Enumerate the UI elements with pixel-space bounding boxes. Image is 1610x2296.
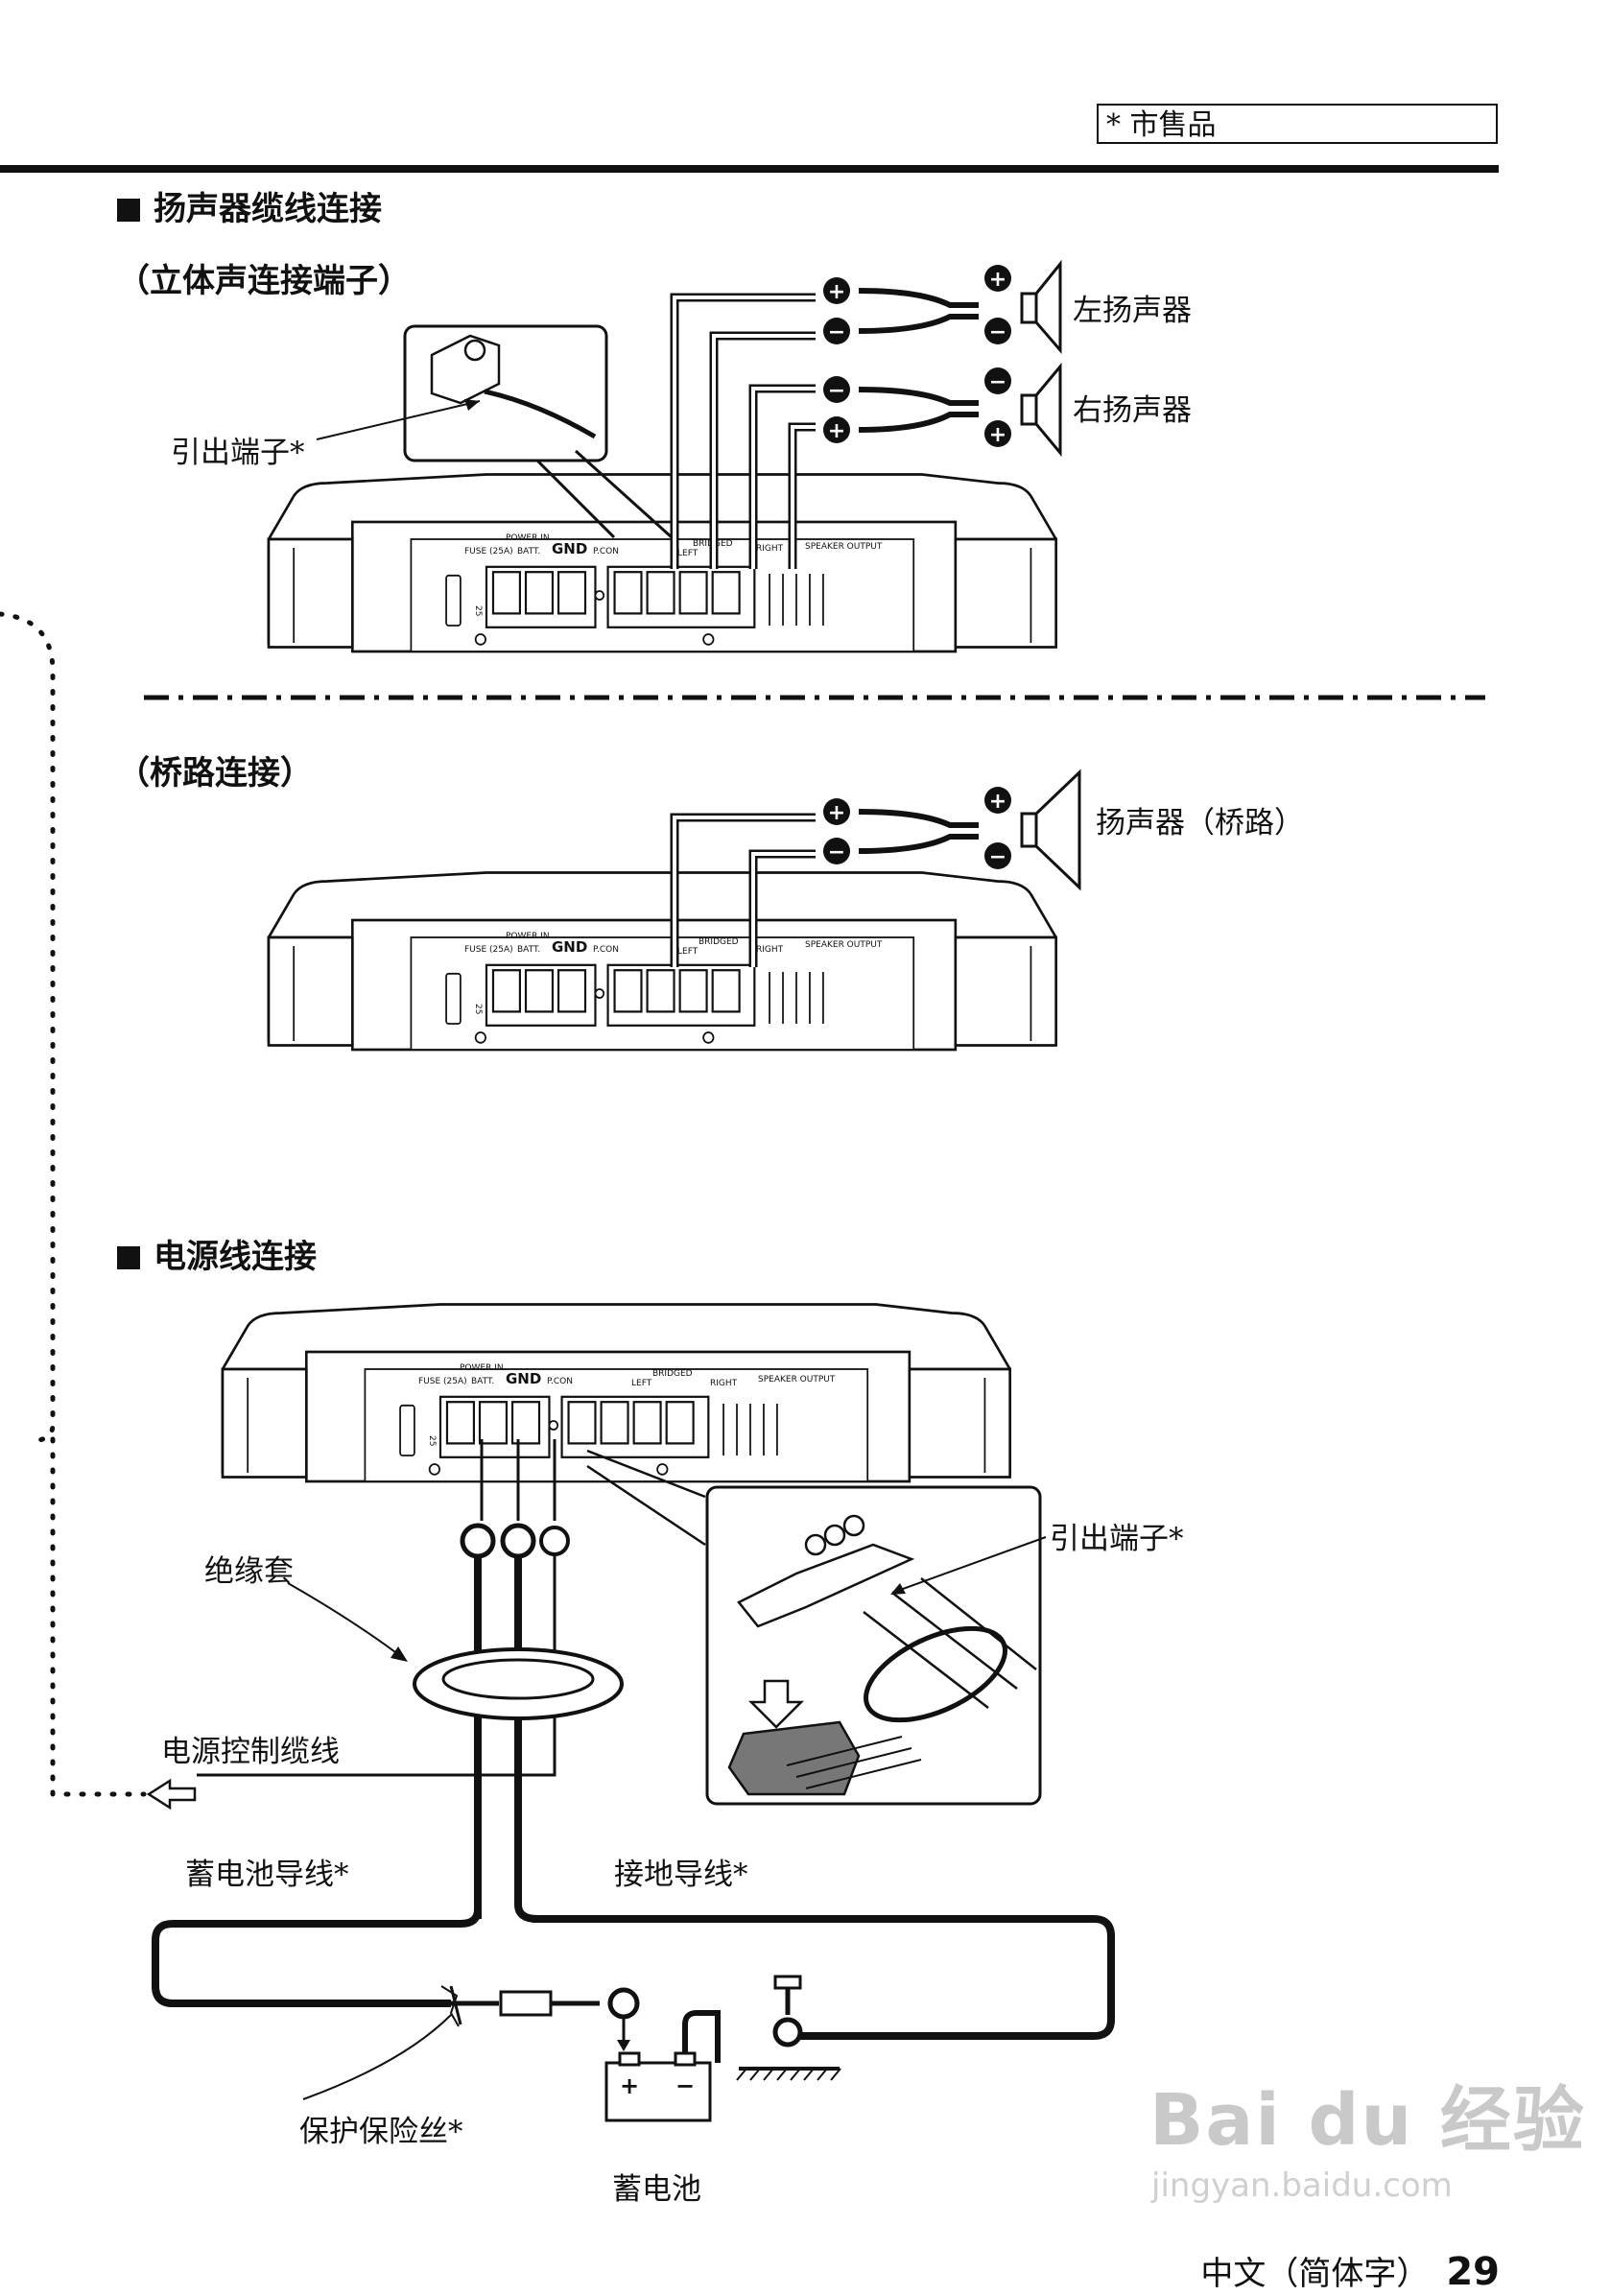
fuse-label: 保护保险丝*: [299, 2115, 463, 2149]
svg-text:−: −: [989, 320, 1006, 344]
square-bullet-icon: [117, 199, 140, 222]
speaker-connection-heading-text: 扬声器缆线连接: [154, 190, 382, 228]
speaker-connection-heading: 扬声器缆线连接: [117, 182, 382, 229]
svg-text:−: −: [989, 370, 1006, 394]
power-leads: [152, 1439, 1115, 2040]
page-footer: 中文（简体字） 29: [1200, 2247, 1500, 2294]
speaker-icon: [1020, 769, 1081, 891]
terminal-inset-top: [316, 324, 674, 539]
speaker-output-label: SPEAKER OUTPUT: [758, 1375, 836, 1385]
fuse-value-label: 25: [473, 1004, 483, 1014]
batt-label: BATT.: [517, 945, 540, 955]
left-speaker-label: 左扬声器: [1073, 294, 1192, 328]
svg-text:+: +: [989, 423, 1006, 447]
speaker-wiring-top: + − − + + − − +: [823, 259, 1062, 458]
speaker-wiring-bridge: + − + −: [823, 769, 1081, 891]
watermark-url: jingyan.baidu.com: [1151, 2166, 1453, 2205]
panel-labels-bottom: POWER IN FUSE (25A) BATT. GND P.CON BRID…: [418, 1363, 836, 1446]
terminal-inset-bottom: [586, 1449, 1047, 1806]
fuse-rating-label: FUSE (25A): [418, 1377, 467, 1386]
stereo-subheading: （立体声连接端子）: [117, 262, 411, 300]
page-number: 29: [1446, 2250, 1500, 2294]
bridge-speaker-label: 扬声器（桥路）: [1096, 806, 1304, 840]
speaker-output-label: SPEAKER OUTPUT: [805, 940, 883, 950]
svg-text:+: +: [828, 280, 845, 304]
bridge-subheading: （桥路连接）: [117, 754, 313, 793]
svg-text:+: +: [989, 790, 1006, 814]
footer-language: 中文（简体字）: [1200, 2255, 1430, 2293]
fuse-value-label: 25: [427, 1435, 437, 1446]
speaker-output-label: SPEAKER OUTPUT: [805, 542, 883, 552]
svg-text:−: −: [828, 379, 845, 403]
left-label: LEFT: [631, 1379, 652, 1388]
pcon-label: P.CON: [593, 945, 619, 955]
watermark-logo: Bai du 经验: [1149, 2079, 1586, 2162]
battery-icon: [604, 2061, 712, 2122]
gnd-label: GND: [506, 1370, 541, 1387]
fuse-value-label: 25: [473, 605, 483, 616]
bridged-label: BRIDGED: [652, 1369, 693, 1379]
right-label: RIGHT: [756, 945, 784, 955]
gnd-label: GND: [552, 540, 587, 557]
amplifier-bottom: [221, 1303, 1011, 1483]
amplifier-middle: [267, 871, 1057, 1052]
svg-text:−: −: [828, 320, 845, 344]
right-label: RIGHT: [710, 1379, 738, 1388]
svg-text:+: +: [828, 419, 845, 443]
batt-label: BATT.: [471, 1377, 494, 1386]
fuse-rating-label: FUSE (25A): [464, 945, 513, 955]
svg-text:−: −: [989, 845, 1006, 869]
power-control-cable-label: 电源控制缆线: [161, 1735, 340, 1769]
power-connection-heading: 电源线连接: [117, 1230, 317, 1277]
fuse-icon: [499, 1990, 553, 2017]
arrow-down-icon: [747, 1679, 805, 1729]
pcon-label: P.CON: [547, 1377, 573, 1386]
power-in-label: POWER IN: [460, 1363, 504, 1373]
right-speaker-label: 右扬声器: [1073, 393, 1192, 428]
ground-lead-label: 接地导线*: [614, 1858, 748, 1892]
terminal-lead-label-bottom: 引出端子*: [1050, 1522, 1184, 1556]
speaker-icon: [1020, 259, 1062, 355]
power-in-label: POWER IN: [506, 533, 550, 543]
speaker-icon: [1020, 362, 1062, 458]
battery-lead-label: 蓄电池导线*: [185, 1858, 349, 1892]
battery-label: 蓄电池: [612, 2172, 701, 2207]
power-in-label: POWER IN: [506, 932, 550, 941]
panel-labels-middle: POWER IN FUSE (25A) BATT. GND P.CON BRID…: [464, 932, 883, 1014]
amplifier-top: [267, 473, 1057, 653]
bridged-label: BRIDGED: [698, 937, 739, 947]
terminal-lead-label-top: 引出端子*: [171, 436, 305, 470]
left-label: LEFT: [677, 947, 698, 957]
svg-text:−: −: [675, 2072, 695, 2099]
square-bullet-icon: [117, 1246, 140, 1269]
commercial-item-note: * 市售品: [1097, 104, 1498, 144]
svg-text:+: +: [828, 801, 845, 825]
arrow-left-icon: [146, 1778, 197, 1811]
batt-label: BATT.: [517, 547, 540, 556]
pcon-label: P.CON: [593, 547, 619, 556]
svg-text:−: −: [828, 840, 845, 864]
svg-text:+: +: [620, 2072, 639, 2099]
right-label: RIGHT: [756, 544, 784, 554]
left-label: LEFT: [677, 549, 698, 558]
insulation-sleeve-label: 绝缘套: [204, 1554, 294, 1589]
fuse-rating-label: FUSE (25A): [464, 547, 513, 556]
gnd-label: GND: [552, 938, 587, 956]
fuse-and-battery: + −: [302, 1975, 841, 2122]
power-connection-heading-text: 电源线连接: [154, 1238, 317, 1276]
top-rule: [0, 165, 1499, 173]
svg-text:+: +: [989, 268, 1006, 292]
